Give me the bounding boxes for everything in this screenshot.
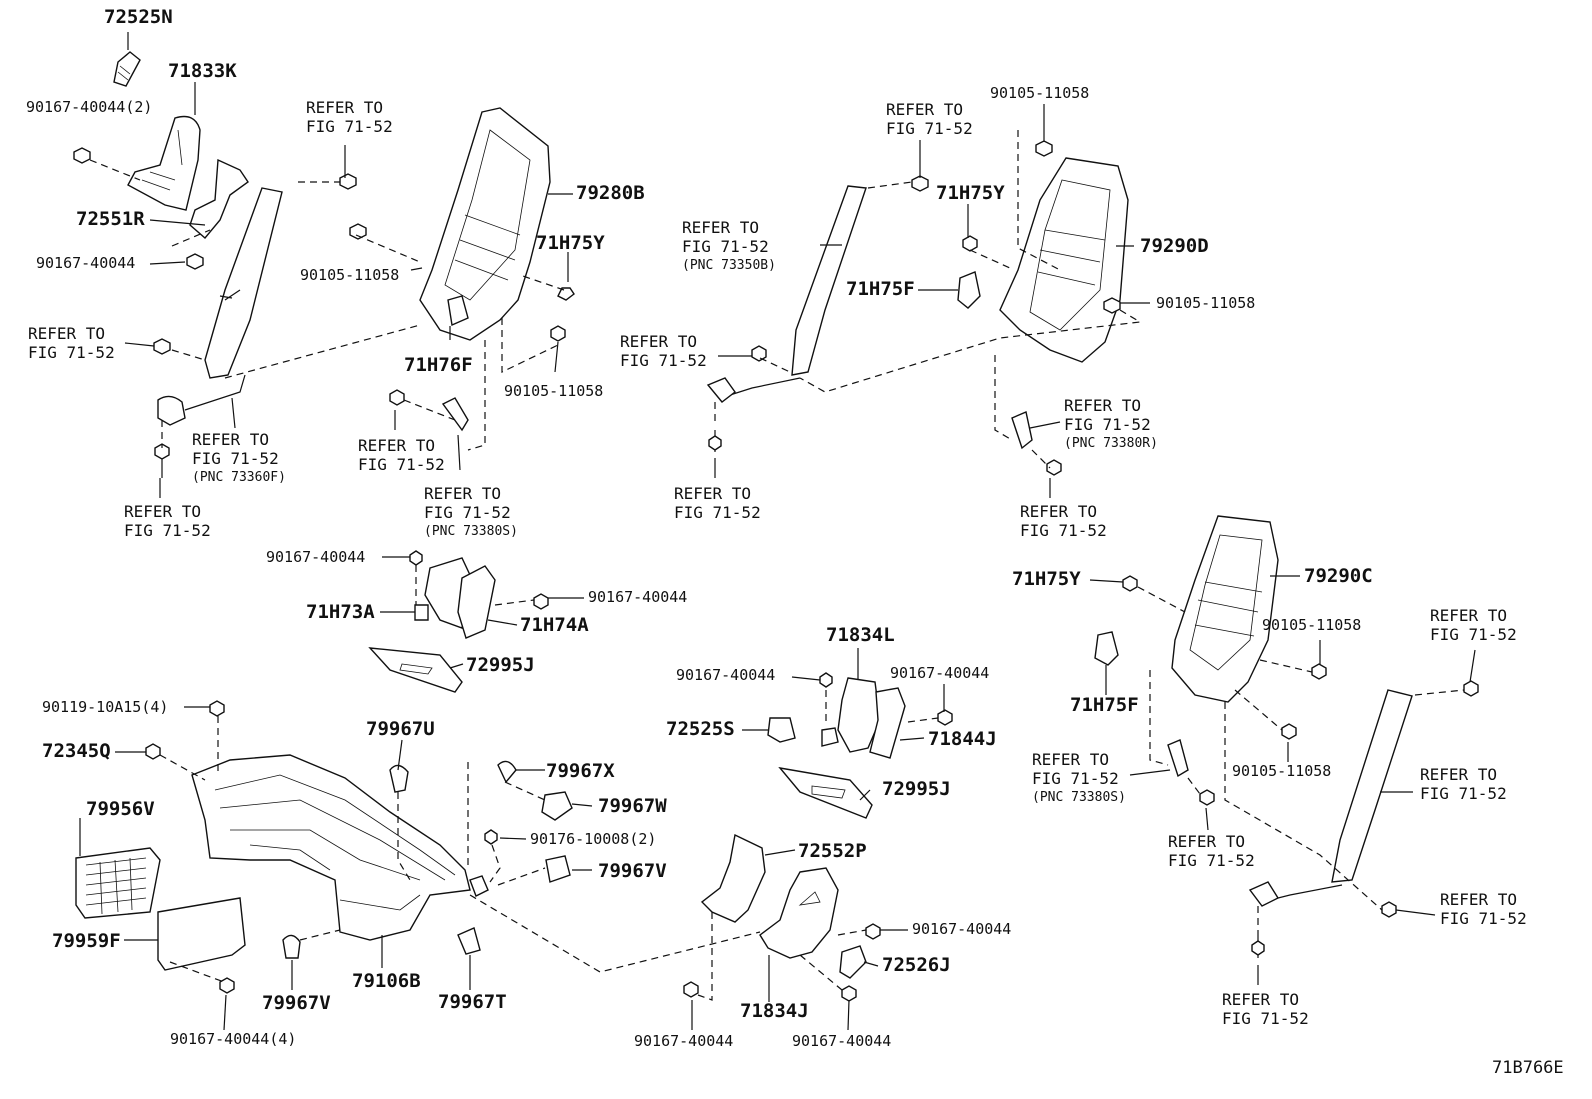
seat-belt-left bbox=[157, 187, 283, 426]
part-label: 90119-10A15(4) bbox=[42, 698, 169, 716]
part-label: 90105-11058 bbox=[1156, 294, 1256, 312]
part-label: 90167-40044 bbox=[912, 920, 1012, 938]
part-label: 79967W bbox=[598, 795, 667, 817]
part-label: 90105-11058 bbox=[1262, 616, 1362, 634]
seat-belt-middle bbox=[706, 185, 867, 452]
bolts-middle bbox=[751, 140, 1121, 476]
diagram-code: 71B766E bbox=[1492, 1058, 1564, 1078]
part-label: 90105-11058 bbox=[1232, 762, 1332, 780]
part-label: 79967V bbox=[598, 860, 667, 882]
part-label: 79967U bbox=[366, 718, 435, 740]
part-label: 71H74A bbox=[520, 614, 589, 636]
part-label: 72995J bbox=[882, 778, 951, 800]
part-label: 72525N bbox=[104, 6, 173, 28]
part-label: 79959F bbox=[52, 930, 121, 952]
part-label: 90167-40044 bbox=[36, 254, 136, 272]
part-label: 79290C bbox=[1304, 565, 1373, 587]
part-label: 71833K bbox=[168, 60, 237, 82]
part-label: 90167-40044 bbox=[266, 548, 366, 566]
part-label: 71834L bbox=[826, 624, 895, 646]
part-label: 79967V bbox=[262, 992, 331, 1014]
part-label: 79967T bbox=[438, 991, 507, 1013]
part-label: 72526J bbox=[882, 954, 951, 976]
part-label: 72552P bbox=[798, 840, 867, 862]
cover-71834J bbox=[759, 867, 839, 959]
pad-72995J-a bbox=[368, 647, 463, 693]
part-label: 90167-40044 bbox=[792, 1032, 892, 1050]
part-label: 71H75F bbox=[1070, 694, 1139, 716]
bracket-71833K bbox=[127, 115, 201, 211]
cover-71H74A bbox=[457, 565, 496, 639]
part-label: 71H75Y bbox=[536, 232, 605, 254]
bolts-right bbox=[1122, 575, 1479, 918]
part-label: 90167-40044 bbox=[588, 588, 688, 606]
cover-72551R bbox=[189, 158, 249, 239]
clips-lower bbox=[145, 700, 573, 994]
cover-71844J bbox=[869, 687, 906, 759]
part-label: 90105-11058 bbox=[504, 382, 604, 400]
part-label: 79106B bbox=[352, 970, 421, 992]
part-label: 72995J bbox=[466, 654, 535, 676]
part-label: 90167-40044(4) bbox=[170, 1030, 297, 1048]
part-label: 90105-11058 bbox=[300, 266, 400, 284]
anchor-cover-72525N bbox=[113, 51, 141, 87]
clip-72525S bbox=[767, 717, 839, 747]
frame-79106B bbox=[191, 754, 489, 941]
part-label: 71H75Y bbox=[1012, 568, 1081, 590]
bolts-71834 bbox=[819, 672, 953, 726]
part-label: 90176-10008(2) bbox=[530, 830, 657, 848]
part-label: 90167-40044 bbox=[634, 1032, 734, 1050]
bolt-90167-40044-b bbox=[409, 550, 549, 610]
part-label: 90167-40044 bbox=[890, 664, 990, 682]
frame-79290D bbox=[957, 157, 1129, 450]
part-label: 71H75Y bbox=[936, 182, 1005, 204]
part-label: 72525S bbox=[666, 718, 735, 740]
cover-71834L bbox=[837, 677, 881, 753]
clip-72526J bbox=[839, 945, 867, 979]
bolts-71834J bbox=[683, 923, 881, 1002]
part-label: 72345Q bbox=[42, 740, 111, 762]
seat-belt-right bbox=[1248, 689, 1413, 958]
part-label: 90105-11058 bbox=[990, 84, 1090, 102]
part-label: 71844J bbox=[928, 728, 997, 750]
cover-72552P bbox=[700, 833, 766, 923]
cover-79959F bbox=[157, 897, 246, 971]
part-label: 79956V bbox=[86, 798, 155, 820]
leader-lines bbox=[79, 32, 1476, 1031]
part-label: 71H76F bbox=[404, 354, 473, 376]
part-label: 71H73A bbox=[306, 601, 375, 623]
part-label: 71834J bbox=[740, 1000, 809, 1022]
part-label: 90167-40044(2) bbox=[26, 98, 153, 116]
part-label: 72551R bbox=[76, 208, 145, 230]
part-label: 71H75F bbox=[846, 278, 915, 300]
part-label: 79967X bbox=[546, 760, 615, 782]
frame-79290C bbox=[1094, 515, 1279, 778]
part-label: 79280B bbox=[576, 182, 645, 204]
part-label: 90167-40044 bbox=[676, 666, 776, 684]
cover-79956V bbox=[75, 847, 161, 919]
pad-72995J-b bbox=[778, 766, 873, 819]
frame-79280B bbox=[419, 107, 551, 432]
part-label: 79290D bbox=[1140, 235, 1209, 257]
